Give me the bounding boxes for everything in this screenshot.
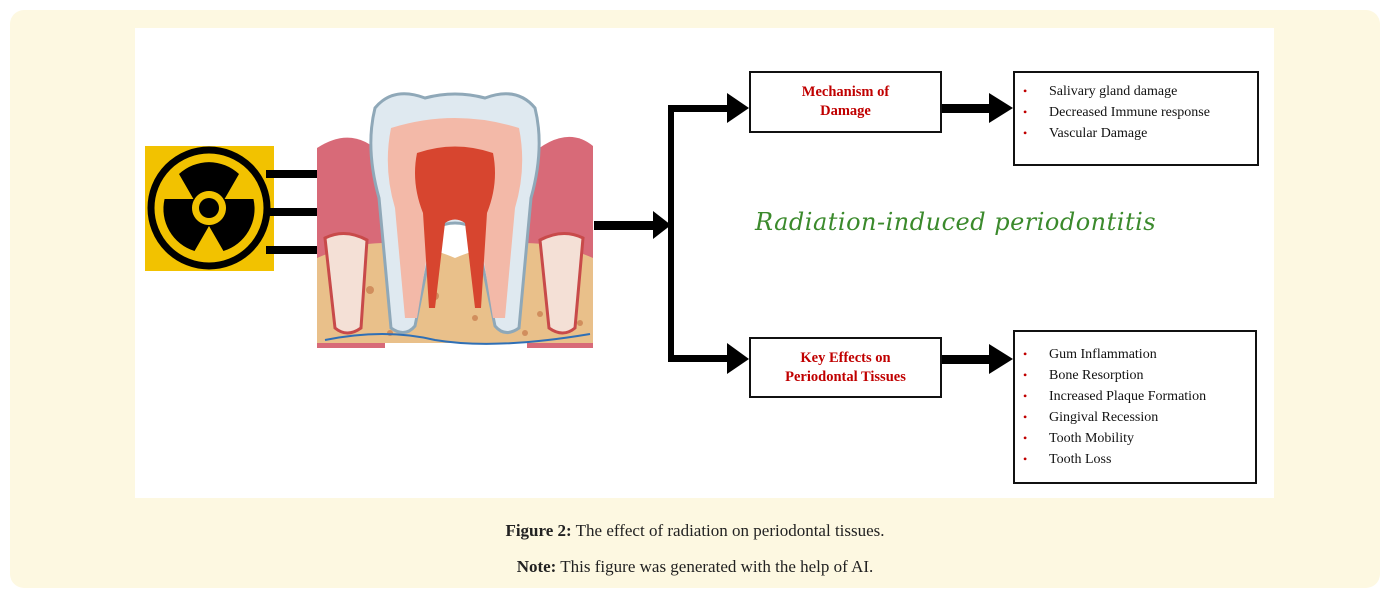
key-effects-list-box: •Gum Inflammation •Bone Resorption •Incr… (1013, 330, 1257, 484)
list-item: •Increased Plaque Formation (1023, 386, 1255, 407)
key-effects-list: •Gum Inflammation •Bone Resorption •Incr… (1015, 332, 1255, 470)
note-text: This figure was generated with the help … (556, 557, 873, 576)
figure-text: The effect of radiation on periodontal t… (572, 521, 885, 540)
figure-note: Note: This figure was generated with the… (0, 557, 1390, 577)
list-item: •Salivary gland damage (1023, 81, 1257, 102)
note-label: Note: (517, 557, 557, 576)
diagram-canvas: Mechanism of Damage •Salivary gland dama… (135, 28, 1274, 498)
key-effects-title: Key Effects on Periodontal Tissues (751, 349, 940, 387)
mechanism-title: Mechanism of Damage (751, 83, 940, 121)
radiation-icon (145, 146, 274, 271)
figure-caption: Figure 2: The effect of radiation on per… (0, 521, 1390, 541)
list-item: •Tooth Loss (1023, 449, 1255, 470)
list-item: •Gingival Recession (1023, 407, 1255, 428)
diagram-center-title: Radiation-induced periodontitis (755, 208, 1215, 236)
list-item: •Bone Resorption (1023, 365, 1255, 386)
key-effects-box: Key Effects on Periodontal Tissues (749, 337, 942, 398)
mechanism-list-box: •Salivary gland damage •Decreased Immune… (1013, 71, 1259, 166)
tooth-illustration (317, 90, 593, 348)
list-item: •Decreased Immune response (1023, 102, 1257, 123)
list-item: •Tooth Mobility (1023, 428, 1255, 449)
list-item: •Gum Inflammation (1023, 344, 1255, 365)
mechanism-list: •Salivary gland damage •Decreased Immune… (1015, 73, 1257, 144)
mechanism-box: Mechanism of Damage (749, 71, 942, 133)
list-item: •Vascular Damage (1023, 123, 1257, 144)
figure-label: Figure 2: (505, 521, 571, 540)
